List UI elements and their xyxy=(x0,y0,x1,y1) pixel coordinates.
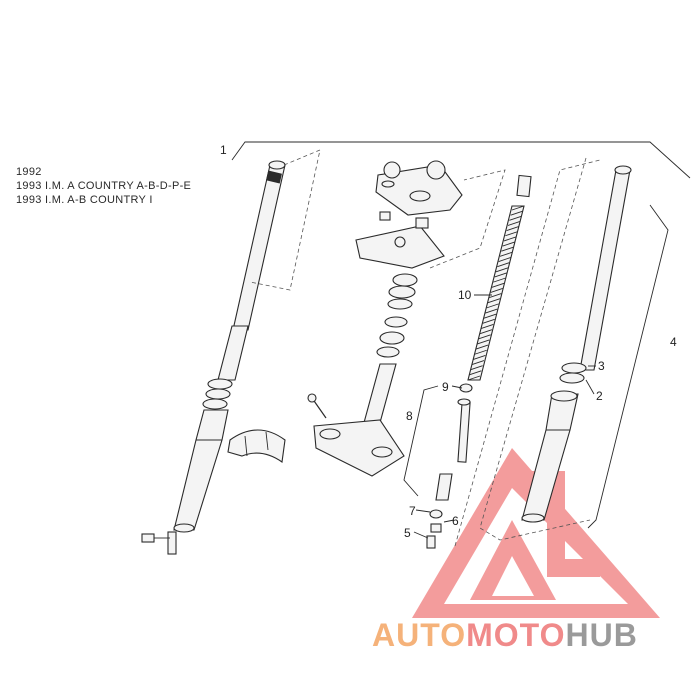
watermark-brand-text: AUTOMOTOHUB xyxy=(372,618,638,652)
right-fork-leg xyxy=(479,157,669,541)
left-fork-leg xyxy=(141,149,321,555)
lower-yoke-plate xyxy=(355,211,445,269)
callout-6: 6 xyxy=(452,514,459,528)
callout-3: 3 xyxy=(598,359,605,373)
callout-1: 1 xyxy=(220,143,227,157)
steering-stem xyxy=(307,169,506,477)
watermark-part-hub: HUB xyxy=(565,617,638,653)
mudguard-bracket xyxy=(227,429,286,463)
callout-4: 4 xyxy=(670,335,677,349)
note-country-ab: 1993 I.M. A-B COUNTRY I xyxy=(16,194,153,206)
callout-7: 7 xyxy=(409,504,416,518)
callout-1-bracket xyxy=(231,141,691,179)
note-year: 1992 xyxy=(16,166,42,178)
damper-rod-assembly xyxy=(403,159,601,549)
watermark-part-moto: MOTO xyxy=(466,617,566,653)
watermark-part-auto: AUTO xyxy=(372,617,467,653)
callout-9: 9 xyxy=(442,380,449,394)
fork-spring xyxy=(467,174,532,381)
note-country-abdpe: 1993 I.M. A COUNTRY A-B-D-P-E xyxy=(16,180,192,192)
callout-10: 10 xyxy=(458,288,472,302)
callout-8: 8 xyxy=(406,409,413,423)
callout-5: 5 xyxy=(404,526,411,540)
top-yoke xyxy=(375,160,463,216)
callout-2: 2 xyxy=(596,389,603,403)
